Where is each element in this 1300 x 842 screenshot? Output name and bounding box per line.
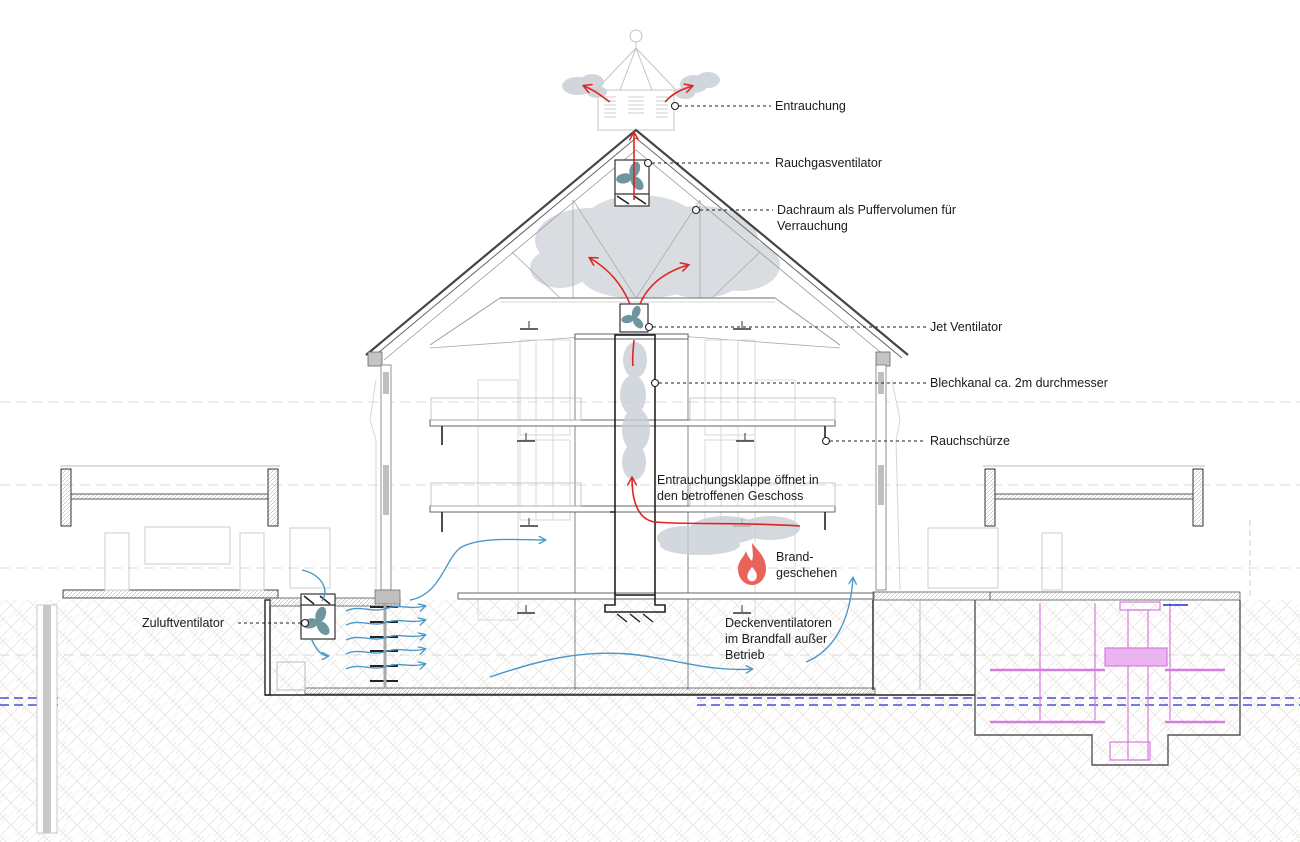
fire-icon [738,543,766,585]
main-building-walls [369,335,901,690]
annotation-entrauchungsklappe: Entrauchungsklappe öffnet in den betroff… [657,473,819,503]
lift-pit [872,591,1241,766]
sheet-metal-duct [604,334,666,623]
callout-anchor-dots [300,101,831,628]
balcony-railings [430,397,836,507]
level-lines [0,401,1300,656]
callout-dachraum: Dachraum als Puffervolumen für Verrauchu… [777,203,957,233]
callout-zuluftventilator: Zuluftventilator [142,616,224,630]
jet-fan-icon [619,303,649,333]
roof-lantern [594,29,678,131]
sheet-pile-wall [36,604,58,834]
annotation-deckenventilatoren: Deckenventilatoren im Brandfall außer Be… [725,616,833,662]
left-wing [60,465,331,599]
callout-entrauchung: Entrauchung [775,99,846,113]
smoke-cloud-duct [620,342,650,480]
right-wing [927,465,1251,600]
smoke-cloud-exhaust [562,72,720,99]
supply-air-arrows [301,539,853,678]
callout-jet-ventilator: Jet Ventilator [930,320,1003,334]
facade-windows [477,339,796,621]
annotation-brandgeschehen: Brand- geschehen [776,550,838,580]
lift-machinery [990,601,1225,761]
smoke-flow-arrows [584,86,801,527]
supply-air-fan-icon [300,593,336,640]
callout-leaders [238,105,926,624]
smoke-gas-fan-icon [614,159,650,207]
callout-rauchgasventilator: Rauchgasventilator [775,156,883,170]
callout-blechkanal: Blechkanal ca. 2m durchmesser [930,376,1108,390]
callout-rauchschuerze: Rauchschürze [930,434,1010,448]
